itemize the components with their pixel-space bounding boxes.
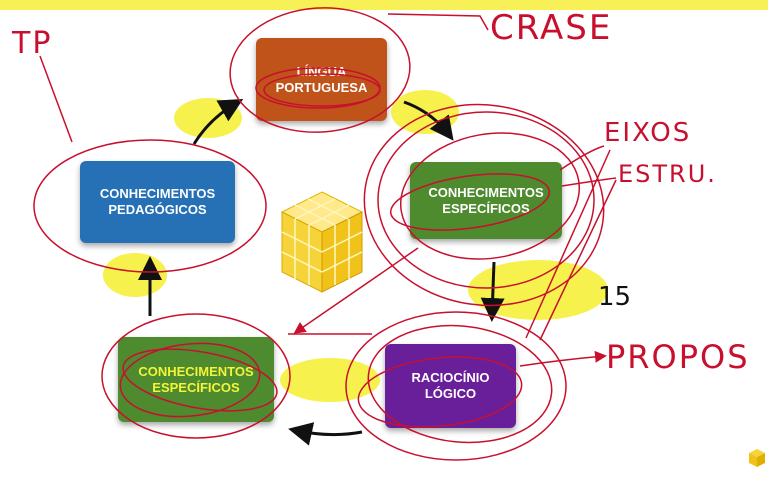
corner-logo-icon bbox=[749, 449, 765, 467]
annotation-tp: TP bbox=[12, 26, 53, 61]
annotation-crase: CRASE bbox=[490, 8, 613, 48]
annotation-number: 15 bbox=[598, 282, 632, 312]
box-conhecimentos-especificos-top[interactable]: CONHECIMENTOS ESPECÍFICOS bbox=[410, 162, 562, 239]
box-raciocinio-logico[interactable]: RACIOCÍNIO LÓGICO bbox=[385, 344, 516, 428]
top-highlight-band bbox=[0, 0, 768, 10]
annotation-propos: PROPOS bbox=[606, 338, 750, 376]
box-conhecimentos-pedagogicos[interactable]: CONHECIMENTOS PEDAGÓGICOS bbox=[80, 161, 235, 243]
box-lingua-portuguesa[interactable]: LÍNGUA PORTUGUESA bbox=[256, 38, 387, 121]
annotation-estru: ESTRU. bbox=[618, 160, 717, 188]
box-conhecimentos-especificos-bottom[interactable]: CONHECIMENTOS ESPECÍFICOS bbox=[118, 337, 274, 422]
annotation-eixos: EIXOS bbox=[604, 118, 692, 148]
cube-icon bbox=[280, 191, 364, 293]
